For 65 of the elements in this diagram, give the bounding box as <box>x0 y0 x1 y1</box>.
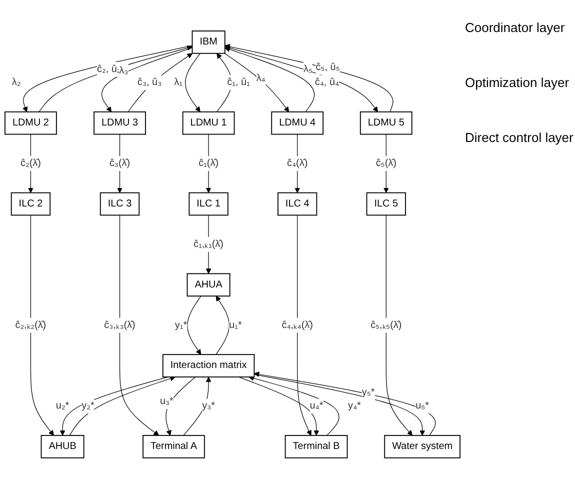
arrow <box>185 52 200 112</box>
edge-label: λ₅ <box>304 63 313 74</box>
arrow <box>119 214 160 436</box>
node-box: LDMU 3 <box>94 110 146 134</box>
edge-label: ĉ₃,ₖ₃(λ̂) <box>104 319 136 330</box>
node-box: LDMU 1 <box>182 110 235 134</box>
node-box: AHUA <box>186 272 230 296</box>
arrow <box>386 214 413 436</box>
edge-label: λ₂ <box>12 76 21 88</box>
node-box: Interaction matrix <box>162 354 255 377</box>
arrow <box>297 214 312 436</box>
arrow <box>187 295 202 354</box>
edge-label: ĉ₄, û₄ <box>314 76 340 88</box>
arrow <box>166 376 196 436</box>
edge-label: y₂* <box>82 400 94 411</box>
arrow <box>30 214 54 436</box>
node-box: LDMU 4 <box>271 110 324 134</box>
arrow <box>238 376 320 436</box>
edge-label: ĉ₃, û₃ <box>137 76 162 88</box>
arrow <box>102 47 193 112</box>
node-box: Terminal A <box>142 434 205 458</box>
edge-label: y₄* <box>348 400 361 411</box>
edge-label: u₂* <box>56 400 70 411</box>
edge-label: ĉ₅, û₅ <box>316 61 340 72</box>
node-box: Water system <box>384 434 460 458</box>
arrow <box>183 376 212 436</box>
arrow <box>216 295 230 354</box>
node-box: ILC 2 <box>10 192 51 216</box>
edge-label: ĉ₅(λ̂) <box>376 158 396 168</box>
node-box: IBM <box>192 30 226 54</box>
edge-label: u₅* <box>416 400 430 411</box>
edge-label: ĉ₄(λ̂) <box>287 158 308 168</box>
arrow <box>128 52 192 112</box>
layer-label: Coordinator layer <box>465 20 566 35</box>
layer-label: Direct control layer <box>465 130 574 145</box>
node-box: LDMU 2 <box>4 110 57 134</box>
arrow <box>216 52 232 112</box>
arrow <box>224 52 290 112</box>
edge-label: ĉ₂(λ̂) <box>20 158 41 168</box>
node-box: ILC 3 <box>100 192 140 216</box>
node-box: AHUB <box>40 434 84 458</box>
edge-label: λ₄ <box>256 72 266 83</box>
node-box: ILC 1 <box>188 192 228 216</box>
edge-label: λ₁ <box>174 76 182 88</box>
edge-label: u₃* <box>160 396 174 406</box>
edge-label: ĉ₃(λ̂) <box>109 158 130 168</box>
layer-label: Optimization layer <box>465 75 570 90</box>
node-box: ILC 4 <box>278 192 318 216</box>
edge-label: ĉ₅,ₖ₅(λ̂) <box>370 319 402 330</box>
edge-label: ĉ₁(λ̂) <box>198 158 219 168</box>
node-box: Terminal B <box>284 434 348 458</box>
edge-label: y₁* <box>174 319 188 330</box>
edge-label: ĉ₄,ₖ₄(λ̂) <box>282 319 313 330</box>
edge-label: u₁* <box>229 319 242 330</box>
edge-label: λ₃ <box>119 65 128 76</box>
edge-label: ĉ₂,ₖ₂(λ̂) <box>15 319 46 330</box>
node-box: ILC 5 <box>366 192 406 216</box>
arrow <box>224 46 315 112</box>
edge-label: y₃* <box>202 400 216 411</box>
arrow <box>248 375 340 436</box>
edge-label: y₅* <box>362 386 375 398</box>
edge-label: ĉ₁,ₖ₁(λ̂) <box>194 238 224 249</box>
edge-label: u₄* <box>310 400 324 411</box>
node-box: LDMU 5 <box>360 110 412 134</box>
edge-label: ĉ₁, û₁ <box>227 76 250 88</box>
